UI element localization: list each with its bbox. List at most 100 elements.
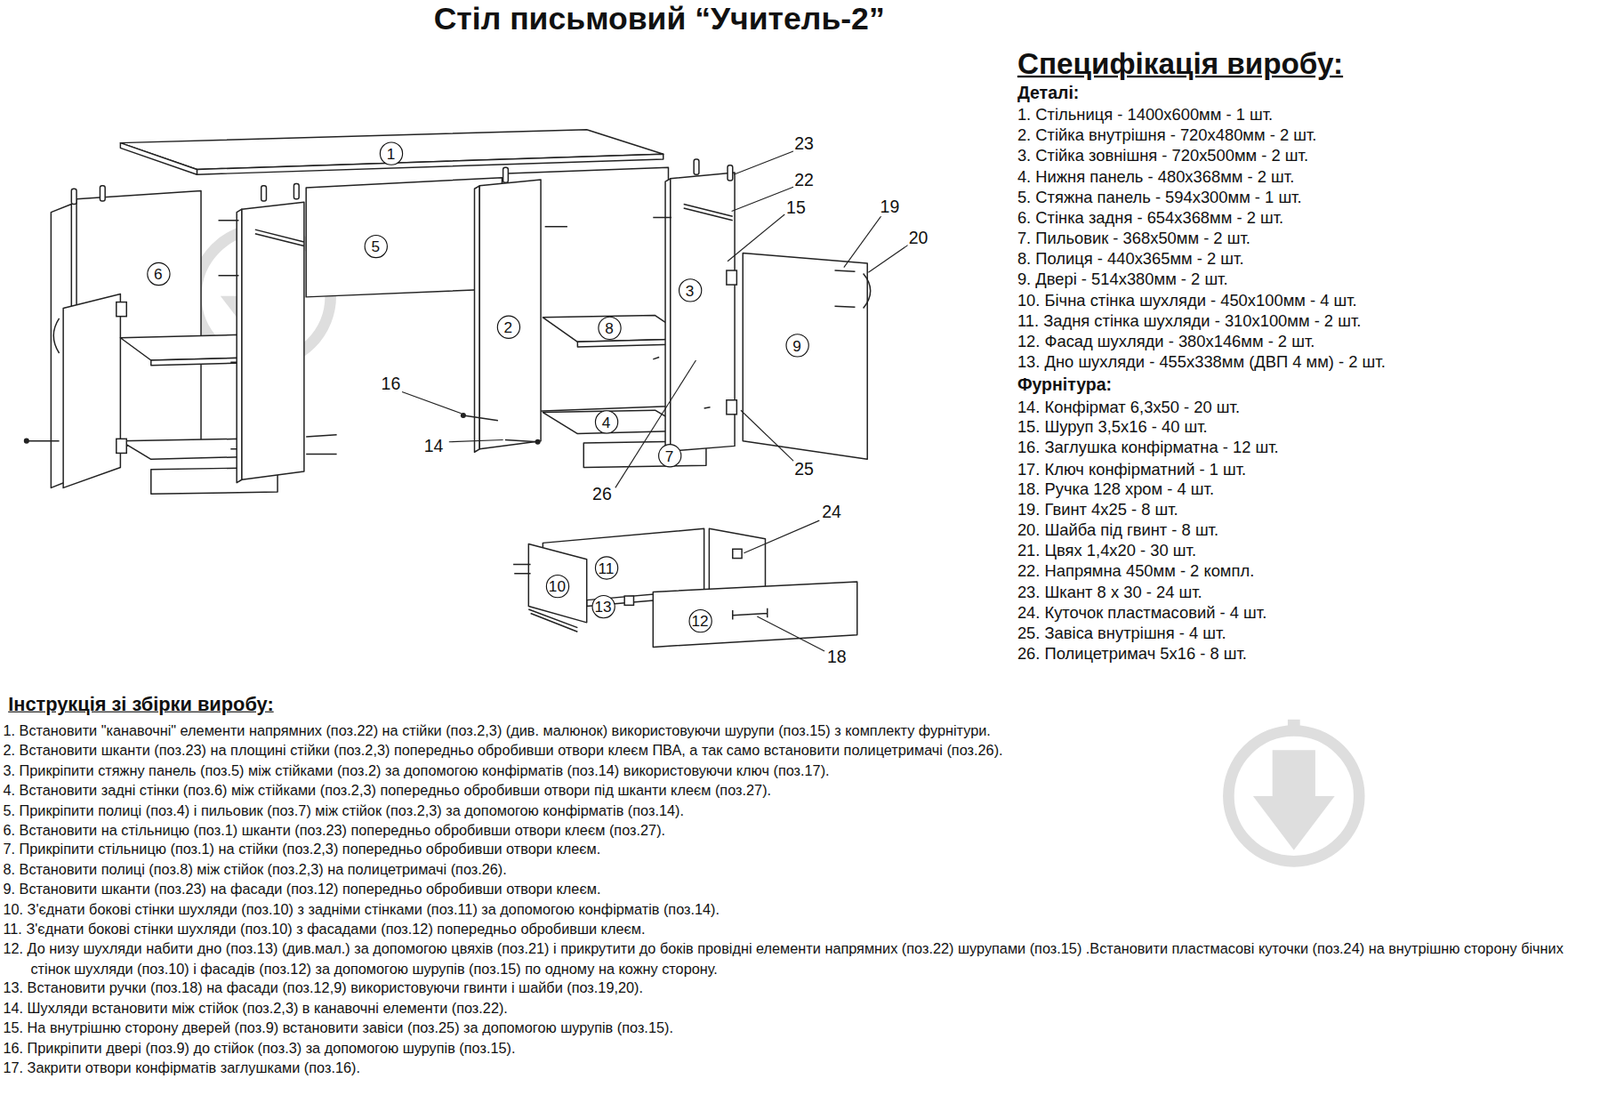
instruction-step: 7. Прикріпити стільницю (поз.1) на стійк… <box>2 840 1593 861</box>
subheading: Фурнітура: <box>1017 375 1112 396</box>
callout-circle: 11 <box>594 555 618 579</box>
hardware <box>726 400 737 415</box>
spec-item: 4. Нижня панель - 480х368мм - 2 шт. <box>1017 167 1295 188</box>
callout-circle: 12 <box>688 608 712 632</box>
callout-number: 2 <box>504 319 514 335</box>
spec-item: 15. Шуруп 3,5х16 - 40 шт. <box>1017 417 1208 438</box>
furniture-panels <box>120 143 197 176</box>
callout-number: 24 <box>820 503 843 523</box>
spec-item: 24. Куточок пластмасовий - 4 шт. <box>1017 603 1267 624</box>
spec-item: 10. Бічна стінка шухляди - 450х100мм - 4… <box>1017 289 1358 311</box>
instruction-step: 13. Встановити ручки (поз.18) на фасади … <box>2 979 1593 999</box>
spec-item: 7. Пильовик - 368х50мм - 2 шт. <box>1017 228 1251 250</box>
instruction-step: 15. На внутрішню сторону дверей (поз.9) … <box>2 1018 1593 1038</box>
instruction-step: 8. Встановити полиці (поз.8) між стійок … <box>2 860 1593 880</box>
furniture-panels <box>665 178 671 455</box>
furniture-panels <box>474 185 481 452</box>
leader-line <box>727 214 785 262</box>
callout-number: 3 <box>685 281 695 298</box>
section-heading: Специфікація виробу: <box>1017 46 1343 81</box>
leader-line <box>868 244 909 273</box>
hardware <box>732 608 768 620</box>
callout-circle: 6 <box>146 261 170 285</box>
instruction-list: 1. Встановити "канавочні" елементи напря… <box>2 721 1593 1078</box>
furniture-panels <box>50 129 868 648</box>
furniture-panels <box>236 209 242 483</box>
hardware <box>461 413 467 419</box>
instruction-step: 11. З'єднати бокові стінки шухляди (поз.… <box>2 919 1593 940</box>
watermark <box>1228 730 1359 861</box>
spec-item: 5. Стяжна панель - 594х300мм - 1 шт. <box>1017 187 1303 209</box>
furniture-panels <box>652 581 857 647</box>
instruction-step: 17. Закрити отвори конфірматів заглушкам… <box>2 1058 1593 1078</box>
instruction-step: 12. До низу шухляди набити дно (поз.13) … <box>2 939 1593 980</box>
spec-item: 16. Заглушка конфірматна - 12 шт. <box>1017 438 1279 459</box>
subheading: Деталі: <box>1017 83 1079 105</box>
spec-item: 3. Стійка зовнішня - 720х500мм - 2 шт. <box>1017 145 1309 167</box>
hardware <box>255 229 305 246</box>
spec-item: 1. Стільниця - 1400х600мм - 1 шт. <box>1017 104 1273 126</box>
callout-number: 18 <box>826 648 848 668</box>
furniture-panels <box>305 177 502 298</box>
callout-number: 19 <box>878 198 901 218</box>
instruction-step: 3. Прикріпити стяжну панель (поз.5) між … <box>2 761 1593 781</box>
spec-item: 17. Ключ конфірматний - 1 шт. <box>1017 458 1247 480</box>
spec-item: 25. Завіса внутрішня - 4 шт. <box>1017 623 1227 644</box>
instruction-step: 16. Прикріпити двері (поз.9) до стійок (… <box>2 1037 1593 1058</box>
furniture-panels <box>670 172 735 451</box>
callout-circle: 10 <box>545 573 569 597</box>
callout-number: 8 <box>604 320 614 336</box>
watermark <box>1287 719 1301 734</box>
hardware <box>261 185 267 202</box>
hardware <box>535 439 540 444</box>
callout-circle: 1 <box>378 141 403 165</box>
leader-line <box>740 410 795 461</box>
callout-number: 5 <box>370 238 380 254</box>
instruction-step: 5. Прикріпити полиці (поз.4) і пильовик … <box>2 800 1593 821</box>
instruction-step: 6. Встановити на стільницю (поз.1) шкант… <box>2 820 1593 840</box>
hardware <box>71 188 77 204</box>
hardware <box>24 159 871 632</box>
instruction-step: 10. З'єднати бокові стінки шухляди (поз.… <box>2 900 1593 920</box>
furniture-panels <box>528 544 587 623</box>
callout-circle: 9 <box>785 333 809 357</box>
spec-item: 9. Двері - 514х380мм - 2 шт. <box>1017 269 1229 290</box>
callout-circle: 3 <box>677 278 701 302</box>
leader-line <box>743 520 820 554</box>
hardware <box>624 595 634 605</box>
callout-number: 16 <box>379 375 402 394</box>
spec-item: 18. Ручка 128 хром - 4 шт. <box>1017 479 1215 500</box>
spec-item: 19. Гвинт 4х25 - 8 шт. <box>1017 499 1179 521</box>
hardware <box>503 167 509 183</box>
hardware <box>528 609 578 632</box>
watermark <box>1253 749 1335 850</box>
hardware <box>24 438 30 443</box>
hardware <box>116 438 127 453</box>
furniture-panels <box>63 293 121 488</box>
furniture-panels <box>120 129 663 170</box>
hardware <box>116 302 127 317</box>
leader-line <box>402 392 462 414</box>
callout-number: 1 <box>386 144 396 161</box>
callout-number: 25 <box>793 459 815 479</box>
spec-item: 6. Стінка задня - 654х368мм - 2 шт. <box>1017 208 1284 229</box>
instruction-step: 14. Шухляди встановити між стійок (поз.2… <box>2 998 1593 1019</box>
leader-line <box>615 360 697 488</box>
leader-line <box>844 215 882 268</box>
callout-number: 11 <box>598 559 615 575</box>
callout-number: 12 <box>691 612 708 628</box>
furniture-panels <box>241 201 305 480</box>
callout-circle: 7 <box>657 443 681 467</box>
callout-number: 14 <box>423 437 445 457</box>
callout-circle: 8 <box>597 315 621 339</box>
callout-circle: 13 <box>591 594 615 618</box>
furniture-panels <box>742 253 868 460</box>
callout-number: 9 <box>792 337 802 353</box>
callout-number: 13 <box>594 598 612 614</box>
spec-item: 20. Шайба під гвинт - 8 шт. <box>1017 520 1219 541</box>
hardware <box>693 159 700 175</box>
spec-item: 13. Дно шухляди - 455х338мм (ДВП 4 мм) -… <box>1017 352 1386 373</box>
spec-item: 11. Задня стінка шухляди - 310х100мм - 2… <box>1017 311 1362 332</box>
spec-item: 26. Полицетримач 5х16 - 8 шт. <box>1017 643 1247 665</box>
spec-item: 2. Стійка внутрішня - 720х480мм - 2 шт. <box>1017 125 1318 146</box>
